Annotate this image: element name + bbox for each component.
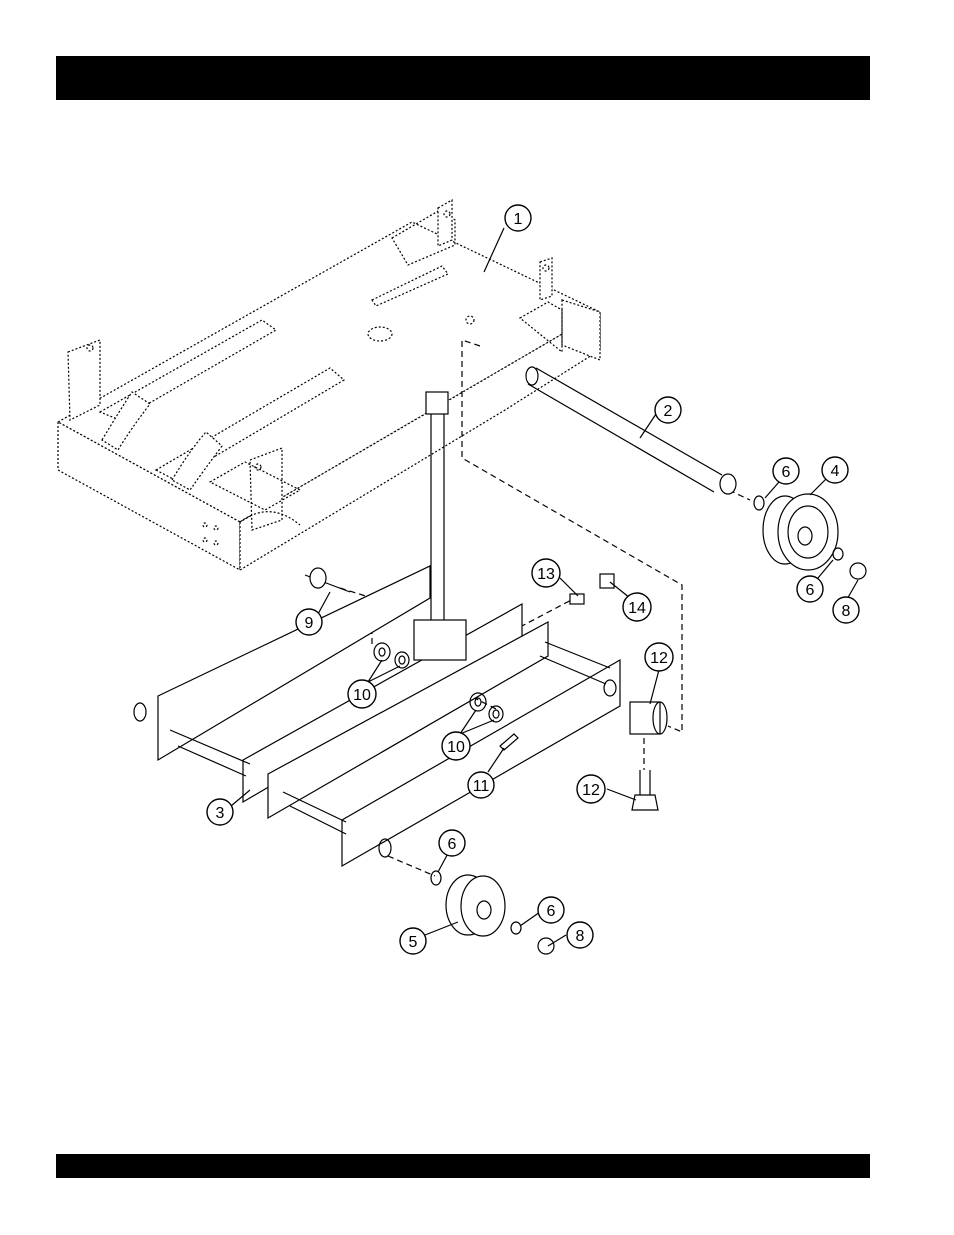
callout-label: 5 <box>409 934 418 951</box>
axle-drawing <box>526 367 736 494</box>
callout-label: 9 <box>305 615 314 632</box>
wheel-5-drawing <box>431 871 554 954</box>
callout-label: 1 <box>514 211 523 228</box>
callout-14: 14 <box>623 593 651 621</box>
callout-6b: 6 <box>797 576 823 602</box>
callout-label: 6 <box>448 836 457 853</box>
callout-8b: 8 <box>567 922 593 948</box>
callout-12b: 12 <box>577 775 605 803</box>
callout-10b: 10 <box>442 732 470 760</box>
callout-label: 6 <box>547 903 556 920</box>
callout-label: 12 <box>582 782 600 799</box>
callout-label: 4 <box>831 463 840 480</box>
callout-label: 2 <box>664 403 673 420</box>
callout-6c: 6 <box>439 830 465 856</box>
callout-2: 2 <box>655 397 681 423</box>
callout-label: 11 <box>473 778 490 795</box>
callout-label: 12 <box>650 650 668 667</box>
main-frame-drawing <box>58 200 600 570</box>
wheel-4-drawing <box>754 494 866 579</box>
callout-label: 13 <box>537 566 555 583</box>
callout-10a: 10 <box>348 680 376 708</box>
callout-label: 8 <box>842 603 851 620</box>
callout-label: 6 <box>806 582 815 599</box>
callout-9: 9 <box>296 609 322 635</box>
callout-label: 6 <box>782 464 791 481</box>
callout-4: 4 <box>822 457 848 483</box>
callout-label: 14 <box>628 600 646 617</box>
callout-label: 8 <box>576 928 585 945</box>
callout-3: 3 <box>207 799 233 825</box>
callout-label: 3 <box>216 805 225 822</box>
callout-6d: 6 <box>538 897 564 923</box>
callout-11: 11 <box>468 772 494 798</box>
callout-label: 10 <box>447 739 465 756</box>
callout-5: 5 <box>400 928 426 954</box>
callout-1: 1 <box>505 205 531 231</box>
hitch-frame-drawing <box>134 566 620 866</box>
callout-8a: 8 <box>833 597 859 623</box>
callout-13: 13 <box>532 559 560 587</box>
callout-label: 10 <box>353 687 371 704</box>
callout-12a: 12 <box>645 643 673 671</box>
callout-6a: 6 <box>773 458 799 484</box>
